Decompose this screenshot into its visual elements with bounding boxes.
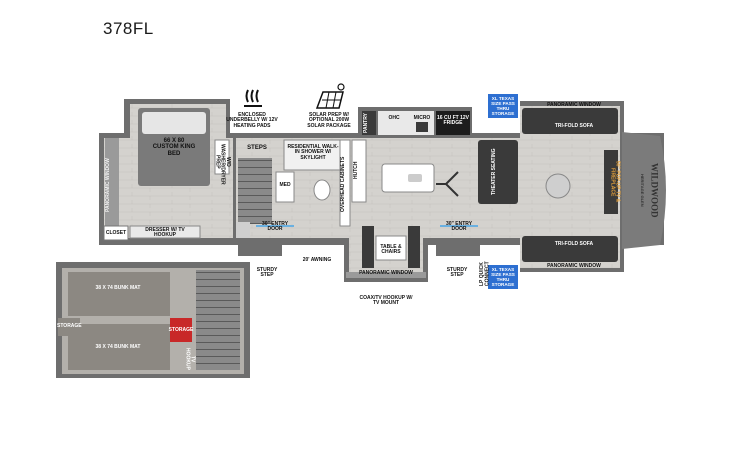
panoramic-window-top-label: PANORAMIC WINDOW (547, 102, 601, 108)
panoramic-window-dining (346, 272, 426, 278)
loft-stairs (196, 270, 240, 370)
pantry-label: PANTRY (363, 113, 369, 133)
coax-label: COAX/TV HOOKUP W/ TV MOUNT (359, 295, 413, 307)
tri-fold-sofa-bottom (522, 236, 618, 262)
storage-left (58, 318, 80, 336)
toilet (313, 179, 331, 201)
rug-logo (545, 173, 571, 199)
chair-right (408, 226, 420, 268)
fridge-label: 16 CU FT 12V FRIDGE (437, 115, 469, 127)
storage-left-label: STORAGE (57, 323, 82, 329)
fridge (436, 111, 470, 135)
bunk-mat-bottom-label: 38 X 74 BUNK MAT (95, 344, 141, 350)
med-label: MED (279, 182, 291, 188)
walk-in-shower (283, 139, 343, 171)
bunk-mat-top-label: 38 X 74 BUNK MAT (95, 285, 141, 291)
xl-storage-top-callout: XL TEXAS SIZE PASS THRU STORAGE (488, 94, 518, 119)
storage-right (170, 318, 192, 342)
bunk-mat-top (68, 272, 170, 316)
stairs (238, 158, 272, 224)
stove (416, 122, 428, 132)
hutch-label: HUTCH (353, 161, 359, 179)
hutch (351, 139, 367, 203)
entry-door-left-label: 30" ENTRY DOOR (261, 221, 289, 233)
theater-seating-label: THEATER SEATING (491, 148, 497, 196)
sturdy-step-left-label: STURDY STEP (256, 267, 278, 279)
closet (103, 225, 129, 241)
panoramic-window-bottom-label: PANORAMIC WINDOW (547, 263, 601, 269)
lp-quick-connect-label: LP QUICK CONNECT (479, 261, 491, 287)
kitchen (339, 111, 470, 227)
awning-label: 20' AWNING (302, 257, 332, 263)
theater-seating (478, 140, 518, 204)
med-cabinet (275, 171, 295, 203)
dresser-label: DRESSER W/ TV HOOKUP (145, 227, 185, 239)
panoramic-window-bedroom-label: PANORAMIC WINDOW (105, 158, 111, 212)
steps-label: STEPS (247, 145, 267, 151)
dresser (129, 225, 201, 239)
bath-vanity (236, 222, 250, 238)
heat-icon (244, 89, 262, 107)
micro-label: MICRO (413, 115, 431, 121)
sink (408, 174, 422, 182)
storage-right-label: STORAGE (168, 327, 194, 333)
chair-left (362, 226, 374, 268)
table-chairs-label: TABLE & CHAIRS (380, 244, 402, 256)
barstools (436, 171, 459, 197)
washer-dryer-label: W/D WASHER/DRYER PREP (214, 144, 231, 185)
entries (238, 225, 480, 256)
bunk-mat-bottom (68, 324, 170, 370)
tri-fold-sofa-top-label: TRI-FOLD SOFA (554, 123, 594, 129)
living (478, 108, 618, 262)
loft (56, 262, 250, 378)
solar-label: SOLAR PREP W/ OPTIONAL 200W SOLAR PACKAG… (307, 112, 351, 129)
tri-fold-sofa-bottom-label: TRI-FOLD SOFA (554, 241, 594, 247)
underbelly-label: ENCLOSED UNDERBELLY W/ 12V HEATING PADS (226, 112, 278, 129)
entry-door-right-label: 30" ENTRY DOOR (445, 221, 473, 233)
brand-subtitle: HERITAGE GLEN (640, 173, 646, 207)
sturdy-step-right (436, 240, 480, 256)
bed-label: 66 X 80 CUSTOM KING BED (152, 138, 196, 157)
model-title: 378FL (103, 19, 154, 38)
tri-fold-sofa-top (522, 108, 618, 134)
sturdy-step-left (238, 240, 282, 256)
pillows (142, 112, 206, 134)
pantry (362, 111, 376, 135)
closet-label: CLOSET (105, 230, 127, 236)
dining-table (375, 235, 407, 261)
tv-hookup-label: TV HOOKUP (184, 348, 196, 370)
tv-fireplace-label: 50" POP-UP TV & FIREPLACE (609, 161, 621, 203)
xl-storage-bottom-callout: XL TEXAS SIZE PASS THRU STORAGE (488, 265, 518, 290)
overhead-cabinets (339, 139, 351, 227)
panoramic-window-dining-label: PANORAMIC WINDOW (359, 270, 413, 276)
panoramic-window-bedroom (105, 138, 119, 228)
tv-fireplace (604, 150, 618, 214)
ohc-label: OHC (388, 115, 400, 121)
shower-label: RESIDENTIAL WALK-IN SHOWER W/ SKYLIGHT (287, 144, 339, 161)
dining (346, 226, 426, 278)
bedroom (103, 108, 230, 241)
overhead-cabinets-label: OVERHEAD CABINETS (340, 156, 346, 212)
sturdy-step-right-label: STURDY STEP (446, 267, 468, 279)
brand-logo: WILDWOOD (649, 162, 660, 218)
ohc (378, 111, 410, 135)
solar-panel-icon (315, 83, 345, 109)
bath-stairs (236, 139, 343, 238)
washer-dryer (214, 139, 230, 175)
